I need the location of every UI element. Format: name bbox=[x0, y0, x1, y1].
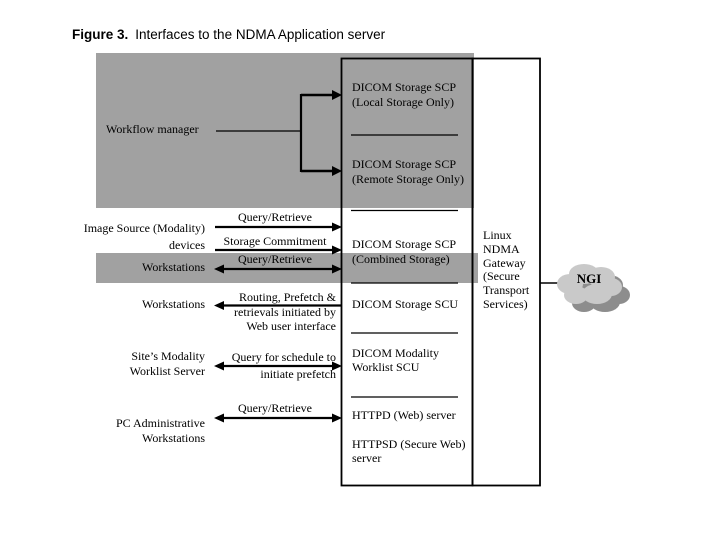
figure-title: Figure 3. Interfaces to the NDMA Applicat… bbox=[72, 27, 385, 42]
arrowhead-to-local-scp bbox=[332, 90, 342, 100]
arrow-query-retrieve-2 bbox=[214, 264, 342, 274]
gateway-label: Linux NDMA Gateway (Secure Transport Ser… bbox=[483, 228, 530, 311]
service-dicom-scp-remote: DICOM Storage SCP (Remote Storage Only) bbox=[352, 157, 464, 186]
ngi-cloud bbox=[557, 264, 630, 312]
service-dicom-scp-local: DICOM Storage SCP (Local Storage Only) bbox=[352, 80, 457, 109]
arrow-label-query-retrieve-3: Query/Retrieve bbox=[238, 401, 312, 415]
figure-title-text: Interfaces to the NDMA Application serve… bbox=[135, 27, 386, 42]
service-dicom-scu: DICOM Storage SCU bbox=[352, 297, 459, 311]
label-pc-administrative-workstations: PC Administrative Workstations bbox=[115, 416, 205, 445]
label-image-source-devices: Image Source (Modality) devices bbox=[83, 221, 205, 252]
arrow-label-storage-commitment: Storage Commitment bbox=[223, 234, 327, 248]
ngi-label: NGI bbox=[576, 271, 602, 286]
workflow-manager-label: Workflow manager bbox=[106, 122, 199, 136]
arrowhead-to-remote-scp bbox=[332, 166, 342, 176]
label-workstations-2: Workstations bbox=[141, 297, 205, 311]
label-sites-modality-worklist-server: Site’s Modality Worklist Server bbox=[129, 349, 205, 378]
arrow-label-query-retrieve-1: Query/Retrieve bbox=[238, 210, 312, 224]
arrow-label-routing-prefetch: Routing, Prefetch & retrievals initiated… bbox=[234, 290, 336, 334]
service-httpsd: HTTPSD (Secure Web) server bbox=[352, 437, 466, 465]
figure-number: Figure 3. bbox=[72, 27, 129, 42]
label-workstations-1: Workstations bbox=[141, 260, 205, 274]
service-separators bbox=[351, 134, 458, 398]
arrow-storage-commitment bbox=[215, 245, 342, 255]
gateway-box bbox=[471, 57, 541, 487]
arrow-label-query-retrieve-2: Query/Retrieve bbox=[238, 252, 312, 266]
arrow-routing-prefetch bbox=[214, 301, 341, 310]
ngi-cloud-body bbox=[557, 264, 622, 304]
arrow-label-query-schedule: Query for schedule to initiate prefetch bbox=[231, 350, 336, 381]
service-dicom-modality-worklist-scu: DICOM Modality Worklist SCU bbox=[352, 346, 439, 374]
workflow-connector bbox=[216, 93, 334, 173]
arrow-query-retrieve-3 bbox=[214, 413, 342, 423]
service-dicom-scp-combined: DICOM Storage SCP (Combined Storage) bbox=[352, 237, 457, 266]
arrow-query-schedule bbox=[214, 361, 342, 371]
service-httpd: HTTPD (Web) server bbox=[352, 408, 456, 422]
arrow-query-retrieve-1 bbox=[215, 222, 342, 232]
